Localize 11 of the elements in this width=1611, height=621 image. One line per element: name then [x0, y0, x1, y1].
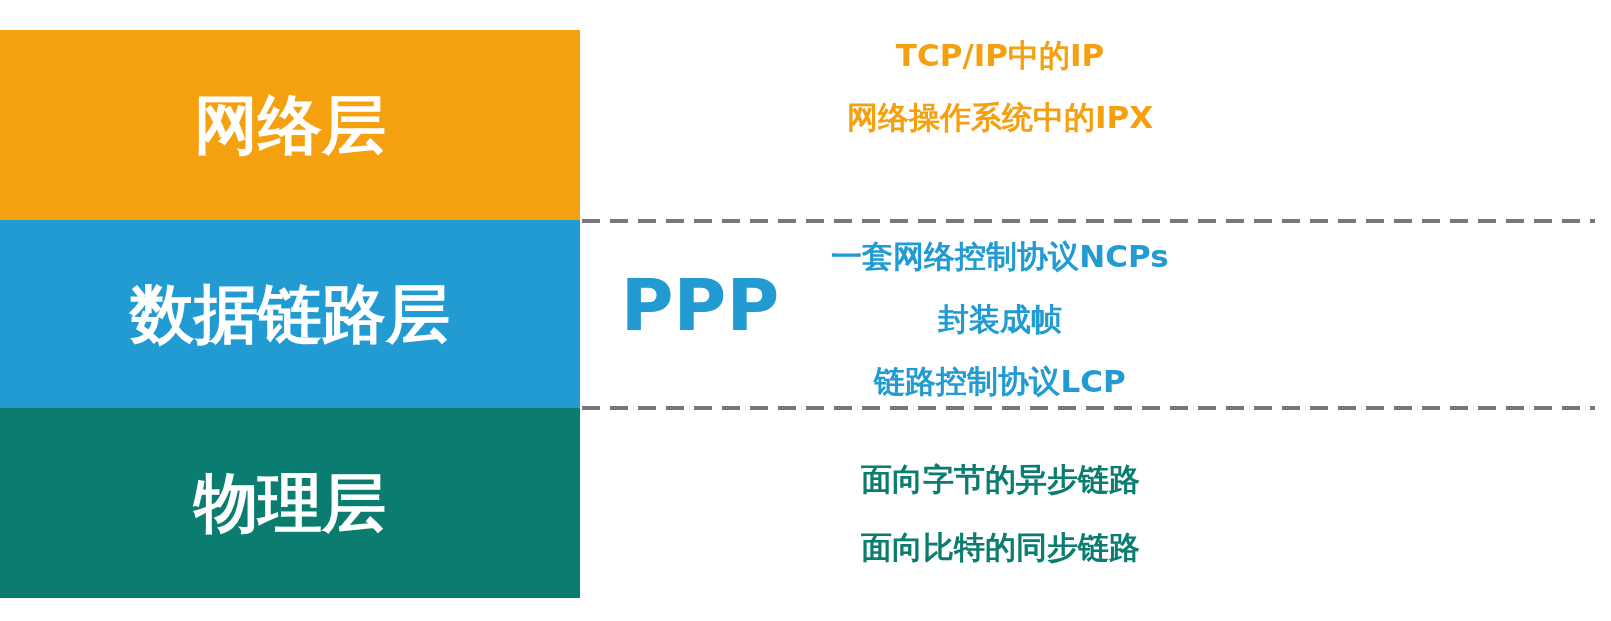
protocol-name: PPP [620, 263, 780, 347]
protocol-text: 一套网络控制协议NCPs [831, 237, 1169, 276]
layer-box: 网络层 [0, 30, 580, 220]
protocol-text: TCP/IP中的IP [895, 36, 1105, 75]
protocol-text: 封装成帧 [938, 300, 1062, 339]
protocol-text: 网络操作系统中的IPX [846, 98, 1154, 137]
layer-box: 数据链路层 [0, 220, 580, 408]
protocol-text: 面向比特的同步链路 [860, 528, 1140, 567]
protocol-text: 面向字节的异步链路 [860, 460, 1140, 499]
protocol-text: 链路控制协议LCP [874, 362, 1126, 401]
layer-box: 物理层 [0, 408, 580, 598]
